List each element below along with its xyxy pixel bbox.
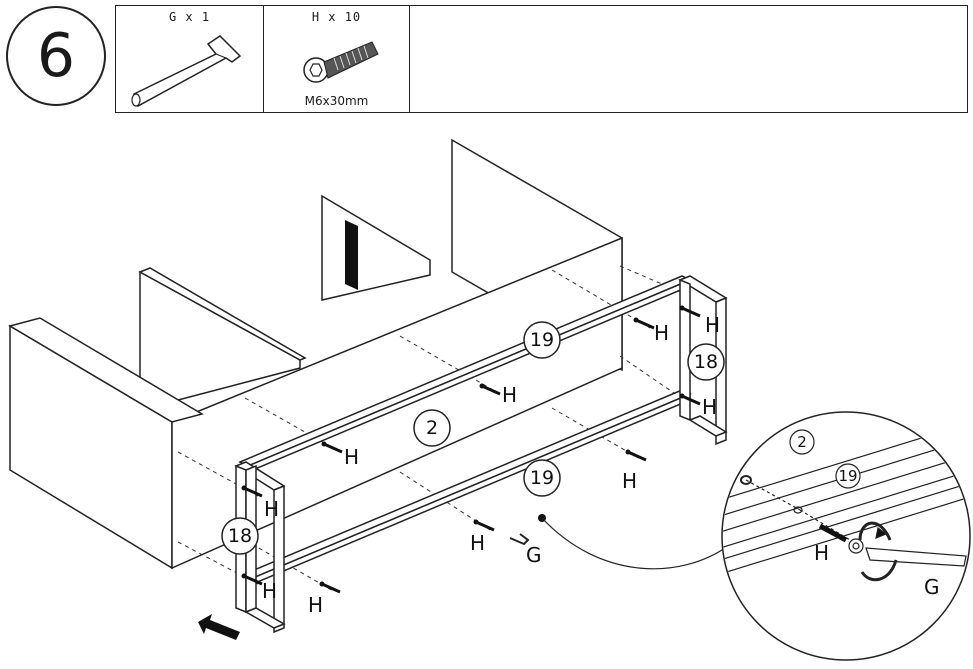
part-label: G x 1 [168,10,211,24]
allen-key-icon [509,533,530,546]
direction-arrow-icon [198,614,240,640]
leg-callout: 18 [228,525,252,547]
bolt-label: H [502,383,517,407]
part-callouts: 2 19 19 18 18 [221,321,725,555]
bolt-labels: H H H H H H H H H H G [262,313,720,617]
bolt-label: H [344,445,359,469]
bolt-label: H [470,531,485,555]
detail-bolt-label: H [814,541,829,565]
detail-panel-callout: 2 [797,433,807,451]
part-allen-key: G x 1 [116,6,264,112]
hinge-plate [345,220,358,290]
bolt-label: H [308,593,323,617]
allen-key-icon [131,35,242,108]
frame-rails [238,275,692,588]
bolt-label: H [622,469,637,493]
detail-rail-callout: 19 [838,467,857,485]
leg-callout: 18 [694,351,718,373]
parts-table: G x 1 H x 10 M6x30mm [115,5,968,113]
bolt-label: H [264,497,279,521]
bolt-label: H [702,395,717,419]
rail-callout: 19 [530,467,554,489]
bolt-label: H [262,579,277,603]
panel-callout: 2 [426,417,438,439]
bolt-icon [303,41,379,83]
rail-callout: 19 [530,329,554,351]
bolt-label: H [705,313,720,337]
tool-label: G [526,543,542,567]
bolt-label: H [654,321,669,345]
detail-view: 2 19 H G [721,411,971,661]
part-bolt: H x 10 M6x30mm [264,6,410,112]
part-label: H x 10 [311,10,362,24]
detail-tool-label: G [924,575,940,599]
detail-leader [541,517,729,570]
bolt-spec: M6x30mm [304,94,369,108]
step-number: 6 [6,6,106,106]
